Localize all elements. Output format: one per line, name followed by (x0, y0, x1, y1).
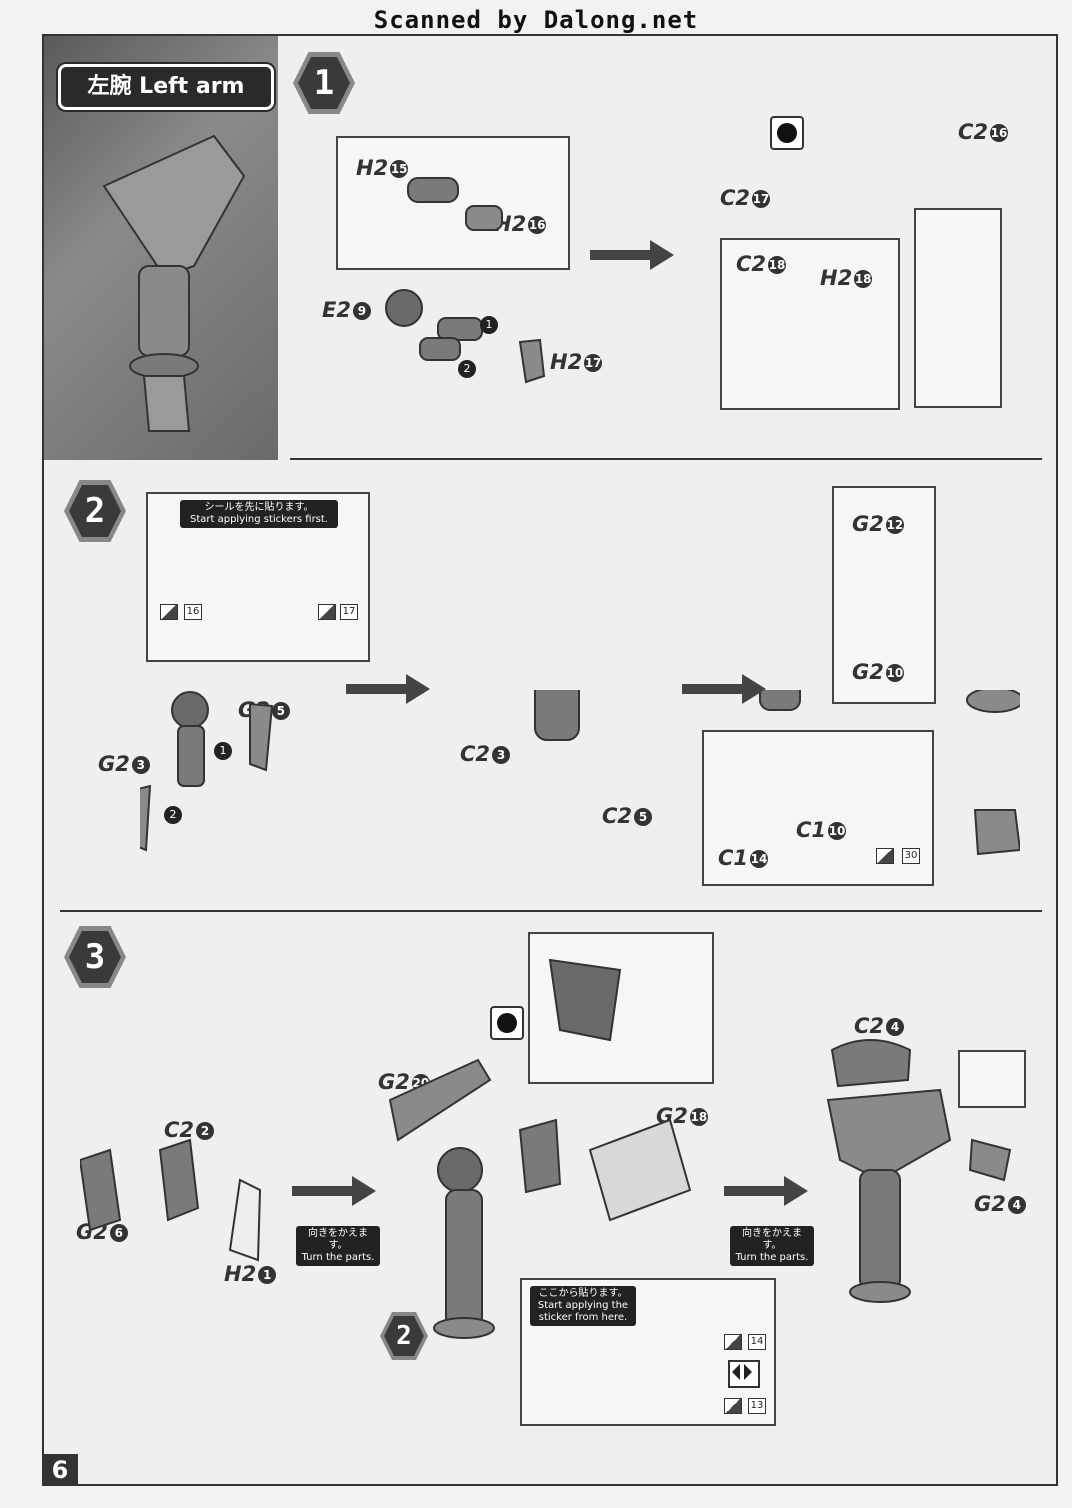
sticker-start-note: ここから貼ります。Start applying the sticker from… (530, 1286, 636, 1326)
order-marker-1: 1 (480, 316, 498, 334)
step-1-result-box (914, 208, 1002, 408)
step-1-parts-art (385, 177, 546, 384)
step-2-next-arrow-2 (682, 674, 766, 704)
step-3-next-arrow-2 (724, 1176, 808, 1206)
step-divider-2 (60, 910, 1042, 912)
step-2-parts-art (140, 690, 1020, 856)
step-3-number: 3 (69, 931, 121, 983)
sticker-icon (160, 604, 178, 620)
step-1-detail-box (336, 136, 570, 270)
sticker-number-14: 14 (748, 1334, 766, 1350)
step-2-next-arrow-1 (346, 674, 430, 704)
sticker-number-13: 13 (748, 1398, 766, 1414)
sticker-number-17: 17 (340, 604, 358, 620)
sticker-icon (724, 1398, 742, 1414)
step-2-number: 2 (69, 485, 121, 537)
section-title: 左腕 Left arm (58, 64, 274, 110)
sticker-icon (724, 1334, 742, 1350)
page-number: 6 (42, 1454, 78, 1486)
step-2-hand-box (702, 730, 934, 886)
scan-credit: Scanned by Dalong.net (373, 6, 699, 34)
sticker-number-30: 30 (902, 848, 920, 864)
black-color-icon (770, 116, 804, 150)
step-1-next-arrow (590, 240, 674, 270)
sticker-first-note: シールを先に貼ります。Start applying stickers first… (180, 500, 338, 528)
order-marker-2: 2 (164, 806, 182, 824)
sticker-number-16: 16 (184, 604, 202, 620)
order-marker-2: 2 (458, 360, 476, 378)
flip-icon (728, 1360, 760, 1388)
turn-parts-note: 向きをかえます。Turn the parts. (730, 1226, 814, 1266)
step-2-joint-box (832, 486, 936, 704)
turn-parts-note: 向きをかえます。Turn the parts. (296, 1226, 380, 1266)
sticker-icon (318, 604, 336, 620)
order-marker-1: 1 (214, 742, 232, 760)
step-divider-1 (290, 458, 1042, 460)
step-1-sub-box (720, 238, 900, 410)
step-3-parts-art (80, 958, 1012, 1339)
step-3-next-arrow-1 (292, 1176, 376, 1206)
arm-illustration (102, 134, 246, 432)
black-color-icon (490, 1006, 524, 1040)
step-3-sticker-detail-box (958, 1050, 1026, 1108)
sticker-icon (876, 848, 894, 864)
